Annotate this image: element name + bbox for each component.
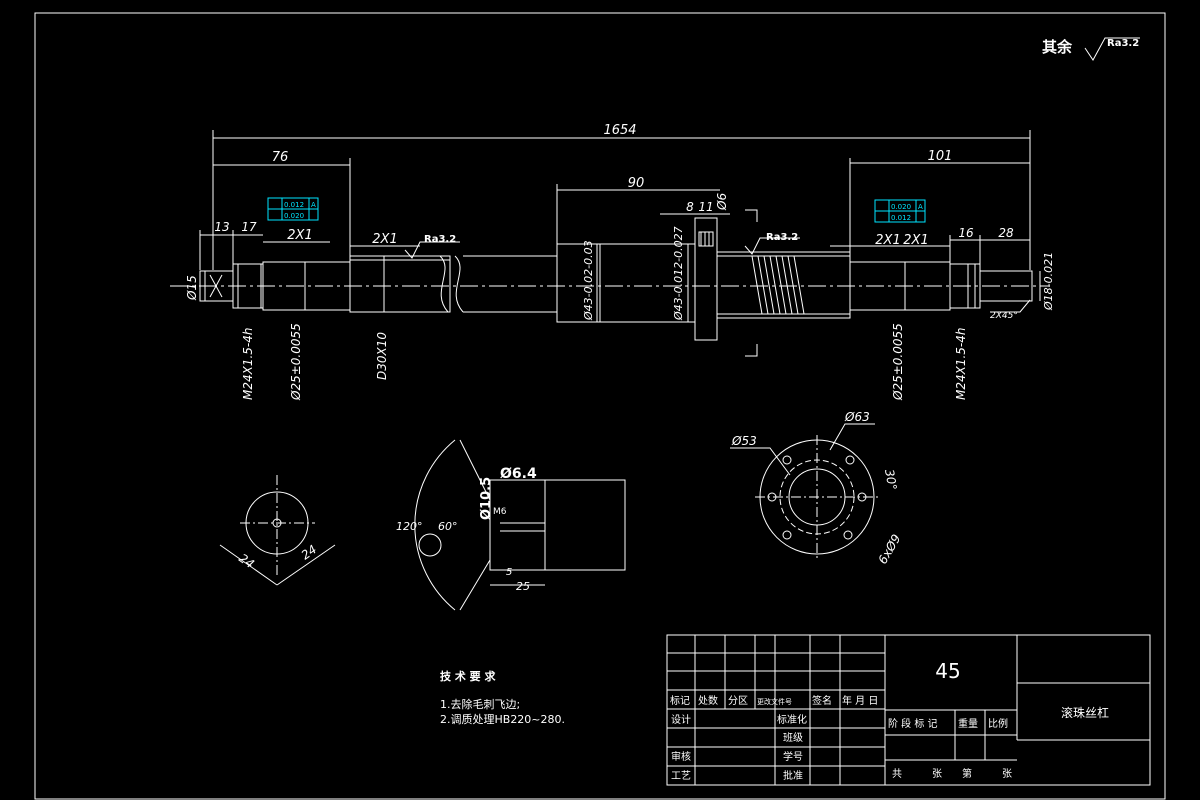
dim-16: 16 [958,226,974,240]
technical-notes: 技 术 要 求 1.去除毛刺飞边; 2.调质处理HB220~280. [440,669,565,726]
tb-material: 45 [935,659,960,683]
tb-process: 工艺 [671,770,691,782]
dim-right-section: 101 [928,149,953,164]
dim-phi25-right: Ø25±0.0055 [891,323,905,401]
note-2: 2.调质处理HB220~280. [440,713,565,726]
keyway-section: 24 24 [219,475,336,586]
tb-sheet-no: 第 [962,767,972,780]
dim-phi15: Ø15 [185,275,199,301]
dim-chamfer-a: 2X1 [287,228,312,243]
sec-phi105: Ø10.5 [479,477,494,520]
key-w2: 24 [299,542,320,562]
sec-angle120: 120° [396,520,423,533]
tb-h1: 处数 [698,694,718,707]
dim-chamfer-b: 2X1 [372,232,397,247]
dim-chamfer-c: 2X1 [875,233,900,248]
dim-nut-length: 90 [628,176,645,191]
dim-phi25-left: Ø25±0.0055 [289,323,303,401]
gdt-left-2: 0.020 [284,212,304,220]
dim-17: 17 [241,220,257,234]
dim-11: 11 [698,200,713,214]
dim-8: 8 [686,200,694,214]
tb-review: 审核 [671,750,691,763]
dim-overall: 1654 [603,123,636,138]
drawing-frame [34,12,1166,800]
tb-design: 设计 [671,713,691,726]
dim-phi6: Ø6 [715,193,729,211]
nut-flange [694,217,718,341]
sec-m6: M6 [493,507,507,517]
right-end [979,270,1033,302]
ra-mid: Ra3.2 [424,234,456,245]
roughness-value: Ra3.2 [1107,38,1139,49]
dim-m24-right: M24X1.5-4h [954,328,968,401]
dim-phi18: Ø18-0.021 [1042,252,1055,311]
flange-end-view: Ø53 Ø63 30° 6xØ9 [730,410,904,567]
flange-hole-detail: Ø6.4 Ø10.5 120° 60° M6 25 5 [396,439,626,611]
general-roughness: 其余 Ra3.2 [1042,37,1140,61]
tb-approve: 批准 [783,769,803,782]
tb-h5: 年 月 日 [842,694,878,707]
flange-angle30: 30° [882,468,899,491]
gdt-frame-right: 0.020 0.012 A [874,199,926,223]
dim-m24-left: M24X1.5-4h [241,328,255,401]
tb-class: 班级 [783,732,803,744]
break-line-1 [439,255,449,313]
gdt-left-1: 0.012 [284,201,304,209]
flange-phi63: Ø63 [844,410,870,424]
tb-sheet-unit: 张 [932,768,942,780]
flange-holes: 6xØ9 [875,532,903,567]
break-line-2 [454,255,464,313]
tb-student-no: 学号 [783,750,803,763]
sec-angle60: 60° [438,520,458,533]
tb-scale: 比例 [988,717,1008,730]
tb-part-name: 滚珠丝杠 [1061,705,1109,720]
flange-phi53: Ø53 [731,434,757,448]
thread-hatch [751,255,805,315]
tb-h0: 标记 [670,695,690,707]
dim-13: 13 [214,220,229,234]
tb-sheet-unit2: 张 [1002,768,1012,780]
notes-title: 技 术 要 求 [440,669,496,683]
gdt-frame-left: 0.012 0.020 A [267,197,319,221]
main-shaft-view: 1654 76 101 90 13 17 2X1 2X1 Ra3.2 Ra3.2… [170,123,1055,401]
tb-standard: 标准化 [777,713,807,726]
tb-h2: 分区 [728,695,748,707]
dim-d30: D30X10 [375,332,389,380]
dim-left-section: 76 [272,150,289,165]
note-1: 1.去除毛刺飞边; [440,697,520,711]
dim-chamfer45: 2X45° [990,311,1018,321]
gdt-right-1: 0.020 [891,203,911,211]
gdt-left-datum: A [311,201,316,209]
gdt-right-datum: A [918,203,923,211]
sec-phi64: Ø6.4 [500,466,537,482]
ra-right: Ra3.2 [766,232,798,243]
roughness-prefix: 其余 [1042,38,1073,56]
tb-sheet-total: 共 [892,768,902,780]
tb-stage: 阶 段 标 记 [888,717,938,730]
sec-len5: 5 [506,567,512,578]
tb-weight: 重量 [958,717,978,730]
dim-phi43: Ø43-0.02-0.03 [582,240,595,321]
tb-h3: 更改文件号 [757,697,792,706]
dim-chamfer-d: 2X1 [903,233,928,248]
gdt-right-2: 0.012 [891,214,911,222]
left-bearing-journal [262,261,351,311]
dim-phi43b: Ø43-0.012-0.027 [672,226,685,321]
screw-body-left [349,255,451,313]
dim-28: 28 [998,226,1014,240]
title-block: 45 滚珠丝杠 标记 处数 分区 更改文件号 签名 年 月 日 设计 标准化 班… [666,634,1151,786]
sec-len25: 25 [516,580,530,593]
tb-h4: 签名 [812,694,832,707]
